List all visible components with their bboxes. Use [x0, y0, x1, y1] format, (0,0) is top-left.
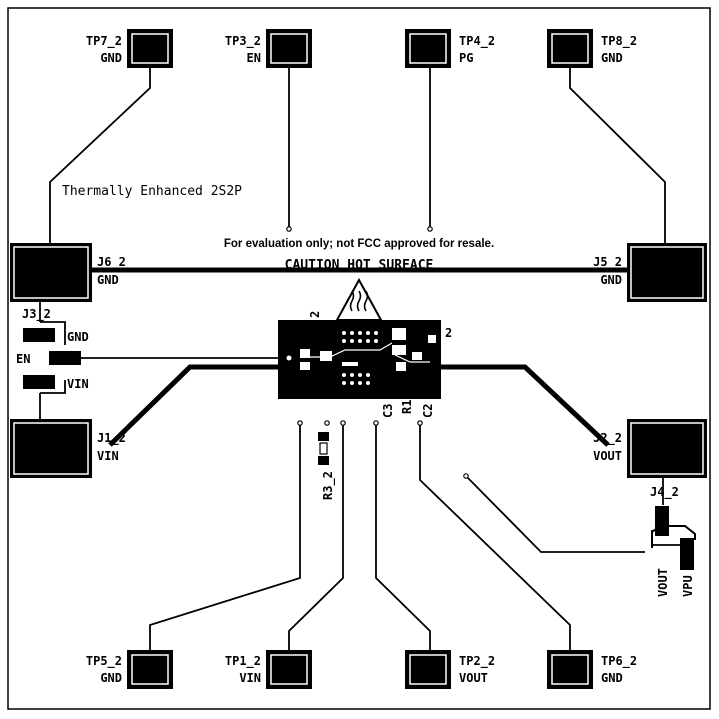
j6-net: GND [97, 273, 119, 287]
j6-label: J6_2 [97, 255, 126, 270]
bottom-test-pads [127, 650, 593, 689]
tp2-pad [405, 650, 451, 689]
tp3-label: TP3_2 [225, 34, 261, 49]
signal-traces [39, 68, 680, 650]
u-left-suffix: 2 [308, 311, 322, 318]
j2-label: J2_2 [593, 431, 622, 446]
j4-label: J4_2 [650, 485, 679, 500]
board-title: Thermally Enhanced 2S2P [62, 184, 242, 199]
tp6-pad [547, 650, 593, 689]
disclaimer: For evaluation only; not FCC approved fo… [224, 238, 494, 250]
j5-label: J5_2 [593, 255, 622, 270]
j2-net: VOUT [593, 449, 622, 463]
tp3-pad [266, 29, 312, 68]
tp7-label: TP7_2 [86, 34, 122, 49]
r3-label: R3_2 [321, 471, 336, 500]
top-test-pads [127, 29, 593, 68]
u-right-suffix: 2 [445, 326, 452, 340]
tp6-label: TP6_2 [601, 654, 637, 669]
j5-pad [627, 243, 707, 302]
r3-footprint [318, 432, 329, 465]
tp4-label: TP4_2 [459, 34, 495, 49]
tp3-net: EN [247, 51, 261, 65]
tp4-net: PG [459, 51, 473, 65]
caution-text: CAUTION HOT SURFACE [285, 258, 434, 273]
r1-label: R1 [400, 400, 414, 414]
j3-vin: VIN [67, 377, 89, 391]
j5-net: GND [600, 273, 622, 287]
j3-gnd: GND [67, 330, 89, 344]
heat-icon [349, 290, 369, 312]
tp5-pad [127, 650, 173, 689]
j1-pad [10, 419, 92, 478]
tp2-label: TP2_2 [459, 654, 495, 669]
j2-pad [627, 419, 707, 478]
vias [286, 226, 469, 479]
tp8-net: GND [601, 51, 623, 65]
tp6-net: GND [601, 671, 623, 685]
j3-label: J3_2 [22, 307, 51, 322]
j1-net: VIN [97, 449, 119, 463]
tp7-pad [127, 29, 173, 68]
j3-en: EN [16, 352, 30, 366]
tp2-net: VOUT [459, 671, 488, 685]
j6-pad [10, 243, 92, 302]
tp8-pad [547, 29, 593, 68]
tp4-pad [405, 29, 451, 68]
c3-label: C3 [381, 404, 395, 418]
j3-pads [23, 328, 81, 389]
tp8-label: TP8_2 [601, 34, 637, 49]
j4-vpu: VPU [681, 575, 695, 597]
power-module [278, 277, 441, 399]
tp5-net: GND [100, 671, 122, 685]
tp1-net: VIN [239, 671, 261, 685]
j1-label: J1_2 [97, 431, 126, 446]
j4-pads [655, 506, 694, 570]
connector-pads [10, 243, 707, 478]
tp1-label: TP1_2 [225, 654, 261, 669]
tp1-pad [266, 650, 312, 689]
j4-vout: VOUT [656, 568, 670, 597]
tp7-net: GND [100, 51, 122, 65]
board-outline [7, 7, 711, 710]
c2-label: C2 [421, 404, 435, 418]
tp5-label: TP5_2 [86, 654, 122, 669]
